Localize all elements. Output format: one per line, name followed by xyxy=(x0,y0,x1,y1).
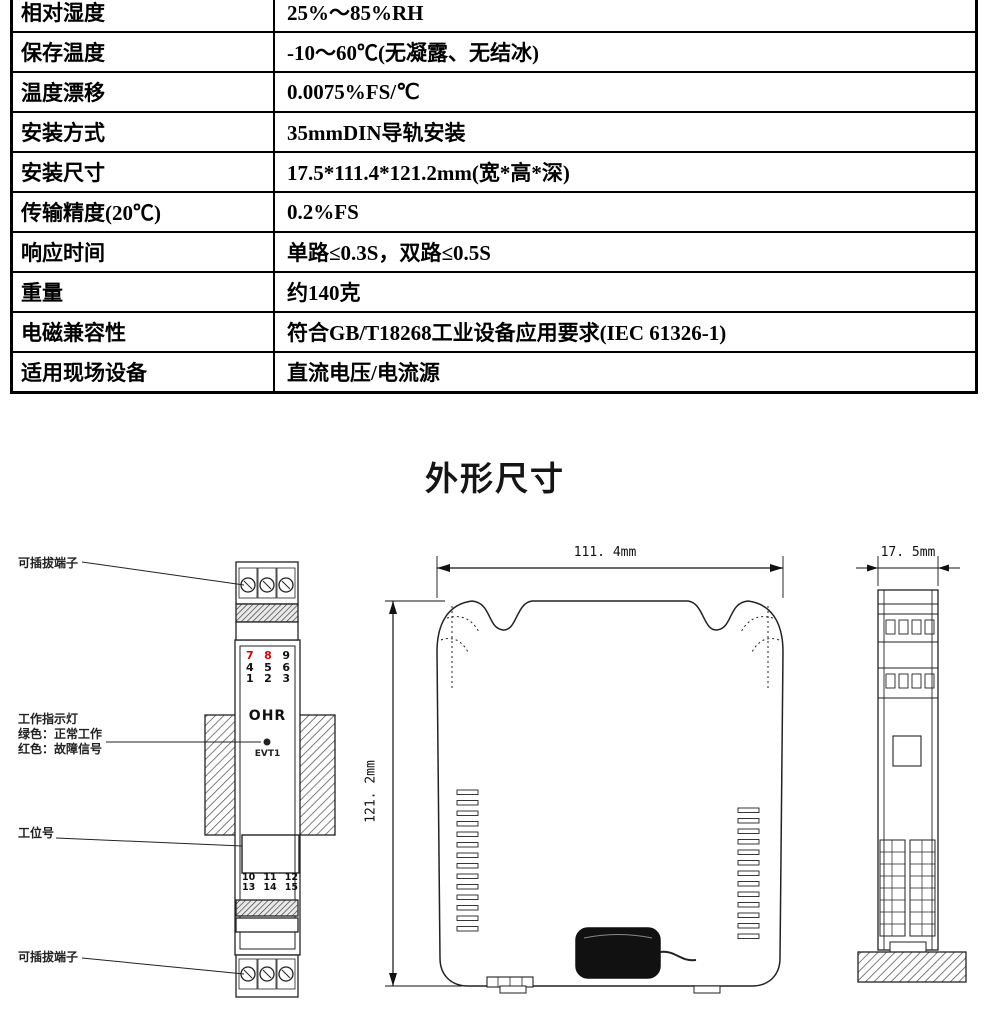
end-view-body xyxy=(877,589,939,951)
end-view-window xyxy=(892,735,922,767)
label-pluggable-terminal-top: 可插拔端子 xyxy=(18,556,79,570)
terminal-number: 15 xyxy=(284,882,298,893)
dim-depth-label: 17. 5mm xyxy=(880,545,936,560)
table-row: 响应时间 单路≤0.3S，双路≤0.5S xyxy=(13,231,975,271)
terminal-number: 1 xyxy=(246,672,254,685)
table-row: 传输精度(20℃) 0.2%FS xyxy=(13,191,975,231)
table-row: 适用现场设备 直流电压/电流源 xyxy=(13,351,975,391)
side-profile-outline xyxy=(436,600,784,987)
terminal-number: 13 xyxy=(242,882,256,893)
vent-slots-left xyxy=(456,789,479,932)
table-row: 温度漂移 0.0075%FS/℃ xyxy=(13,71,975,111)
spec-label: 响应时间 xyxy=(13,233,275,271)
screw-terminal xyxy=(259,577,275,593)
terminal-number: 14 xyxy=(263,882,277,893)
terminal-number: 5 xyxy=(264,660,272,674)
terminal-number-row: 7 8 9 xyxy=(246,650,290,662)
indicator-label-block: 工作指示灯 绿色：正常工作 红色：故障信号 xyxy=(18,712,102,757)
spec-value: 直流电压/电流源 xyxy=(287,361,440,385)
terminal-number: 7 xyxy=(246,649,254,662)
screw-terminal xyxy=(278,966,294,982)
leader-line xyxy=(55,837,243,847)
din-rail-right xyxy=(298,714,336,836)
vent-slots-right xyxy=(737,807,760,939)
terminal-number: 9 xyxy=(282,649,290,662)
terminal-number-row: 10 11 12 xyxy=(242,873,298,883)
spec-value: 约140克 xyxy=(287,281,361,305)
power-adapter xyxy=(575,927,661,979)
terminal-number: 8 xyxy=(264,649,272,662)
spec-value: 0.2%FS xyxy=(287,199,359,224)
din-rail-left xyxy=(204,714,238,836)
terminal-number-row: 4 5 6 xyxy=(246,660,290,674)
dim-height-label: 121. 2mm xyxy=(363,760,379,823)
status-led xyxy=(263,738,271,746)
terminal-numbers-top: 7 8 9 4 5 6 1 2 3 xyxy=(246,650,290,685)
adapter-cable xyxy=(659,950,697,962)
station-number-box xyxy=(241,834,300,874)
spec-value: 单路≤0.3S，双路≤0.5S xyxy=(287,241,491,265)
spec-value: 17.5*111.4*121.2mm(宽*高*深) xyxy=(287,161,570,185)
label-indicator-green: 绿色：正常工作 xyxy=(18,727,103,741)
brand-logo: OHR xyxy=(248,708,287,724)
screw-terminal xyxy=(278,577,294,593)
spec-label: 安装方式 xyxy=(13,113,275,151)
spec-label: 保存温度 xyxy=(13,33,275,71)
spec-value: 0.0075%FS/℃ xyxy=(287,79,420,104)
led-label: EVT1 xyxy=(254,749,281,759)
spec-label: 传输精度(20℃) xyxy=(13,193,275,231)
table-row: 电磁兼容性 符合GB/T18268工业设备应用要求(IEC 61326-1) xyxy=(13,311,975,351)
table-row: 重量 约140克 xyxy=(13,271,975,311)
section-title: 外形尺寸 xyxy=(425,459,565,498)
table-row: 相对湿度 25%～85%RH xyxy=(13,0,975,31)
spec-label: 温度漂移 xyxy=(13,73,275,111)
dimension-lines xyxy=(385,556,784,987)
screw-terminal xyxy=(259,966,275,982)
spec-value: 35mmDIN导轨安装 xyxy=(287,121,466,145)
terminal-number: 4 xyxy=(246,660,254,674)
outline-drawing: 可插拔端子 工作指示灯 绿色：正常工作 红色：故障信号 工位号 可插拔端子 OH… xyxy=(0,540,990,1018)
dimension-drawing-svg xyxy=(55,556,967,998)
terminal-number: 3 xyxy=(282,672,290,685)
label-station-number: 工位号 xyxy=(18,826,55,840)
terminal-number: 11 xyxy=(263,872,277,883)
terminal-number-row: 13 14 15 xyxy=(242,883,298,893)
terminal-number-row: 1 2 3 xyxy=(246,673,290,685)
spec-label: 电磁兼容性 xyxy=(13,313,275,351)
leader-line xyxy=(81,561,245,586)
label-pluggable-terminal-bottom: 可插拔端子 xyxy=(18,950,79,964)
label-indicator-title: 工作指示灯 xyxy=(18,712,79,726)
terminal-number: 6 xyxy=(282,660,290,674)
spec-label: 相对湿度 xyxy=(13,0,275,31)
din-rail-end xyxy=(857,951,967,983)
table-row: 保存温度 -10～60℃(无凝露、无结冰) xyxy=(13,31,975,71)
spec-label: 适用现场设备 xyxy=(13,353,275,391)
spec-value: 25%～85%RH xyxy=(287,1,424,25)
front-view xyxy=(55,561,336,998)
terminal-numbers-bottom: 10 11 12 13 14 15 xyxy=(242,873,298,893)
leader-line xyxy=(81,957,245,975)
end-view xyxy=(856,556,967,983)
table-row: 安装尺寸 17.5*111.4*121.2mm(宽*高*深) xyxy=(13,151,975,191)
side-view xyxy=(436,600,784,994)
dim-width-label: 111. 4mm xyxy=(573,545,637,560)
spec-table: 相对湿度 25%～85%RH 保存温度 -10～60℃(无凝露、无结冰) 温度漂… xyxy=(10,0,978,394)
label-indicator-red: 红色：故障信号 xyxy=(18,742,103,756)
spec-value: 符合GB/T18268工业设备应用要求(IEC 61326-1) xyxy=(287,321,727,345)
spec-value: -10～60℃(无凝露、无结冰) xyxy=(287,41,539,65)
spec-label: 重量 xyxy=(13,273,275,311)
terminal-number: 12 xyxy=(284,872,298,883)
spec-label: 安装尺寸 xyxy=(13,153,275,191)
terminal-number: 2 xyxy=(264,672,272,685)
terminal-number: 10 xyxy=(242,872,256,883)
table-row: 安装方式 35mmDIN导轨安装 xyxy=(13,111,975,151)
